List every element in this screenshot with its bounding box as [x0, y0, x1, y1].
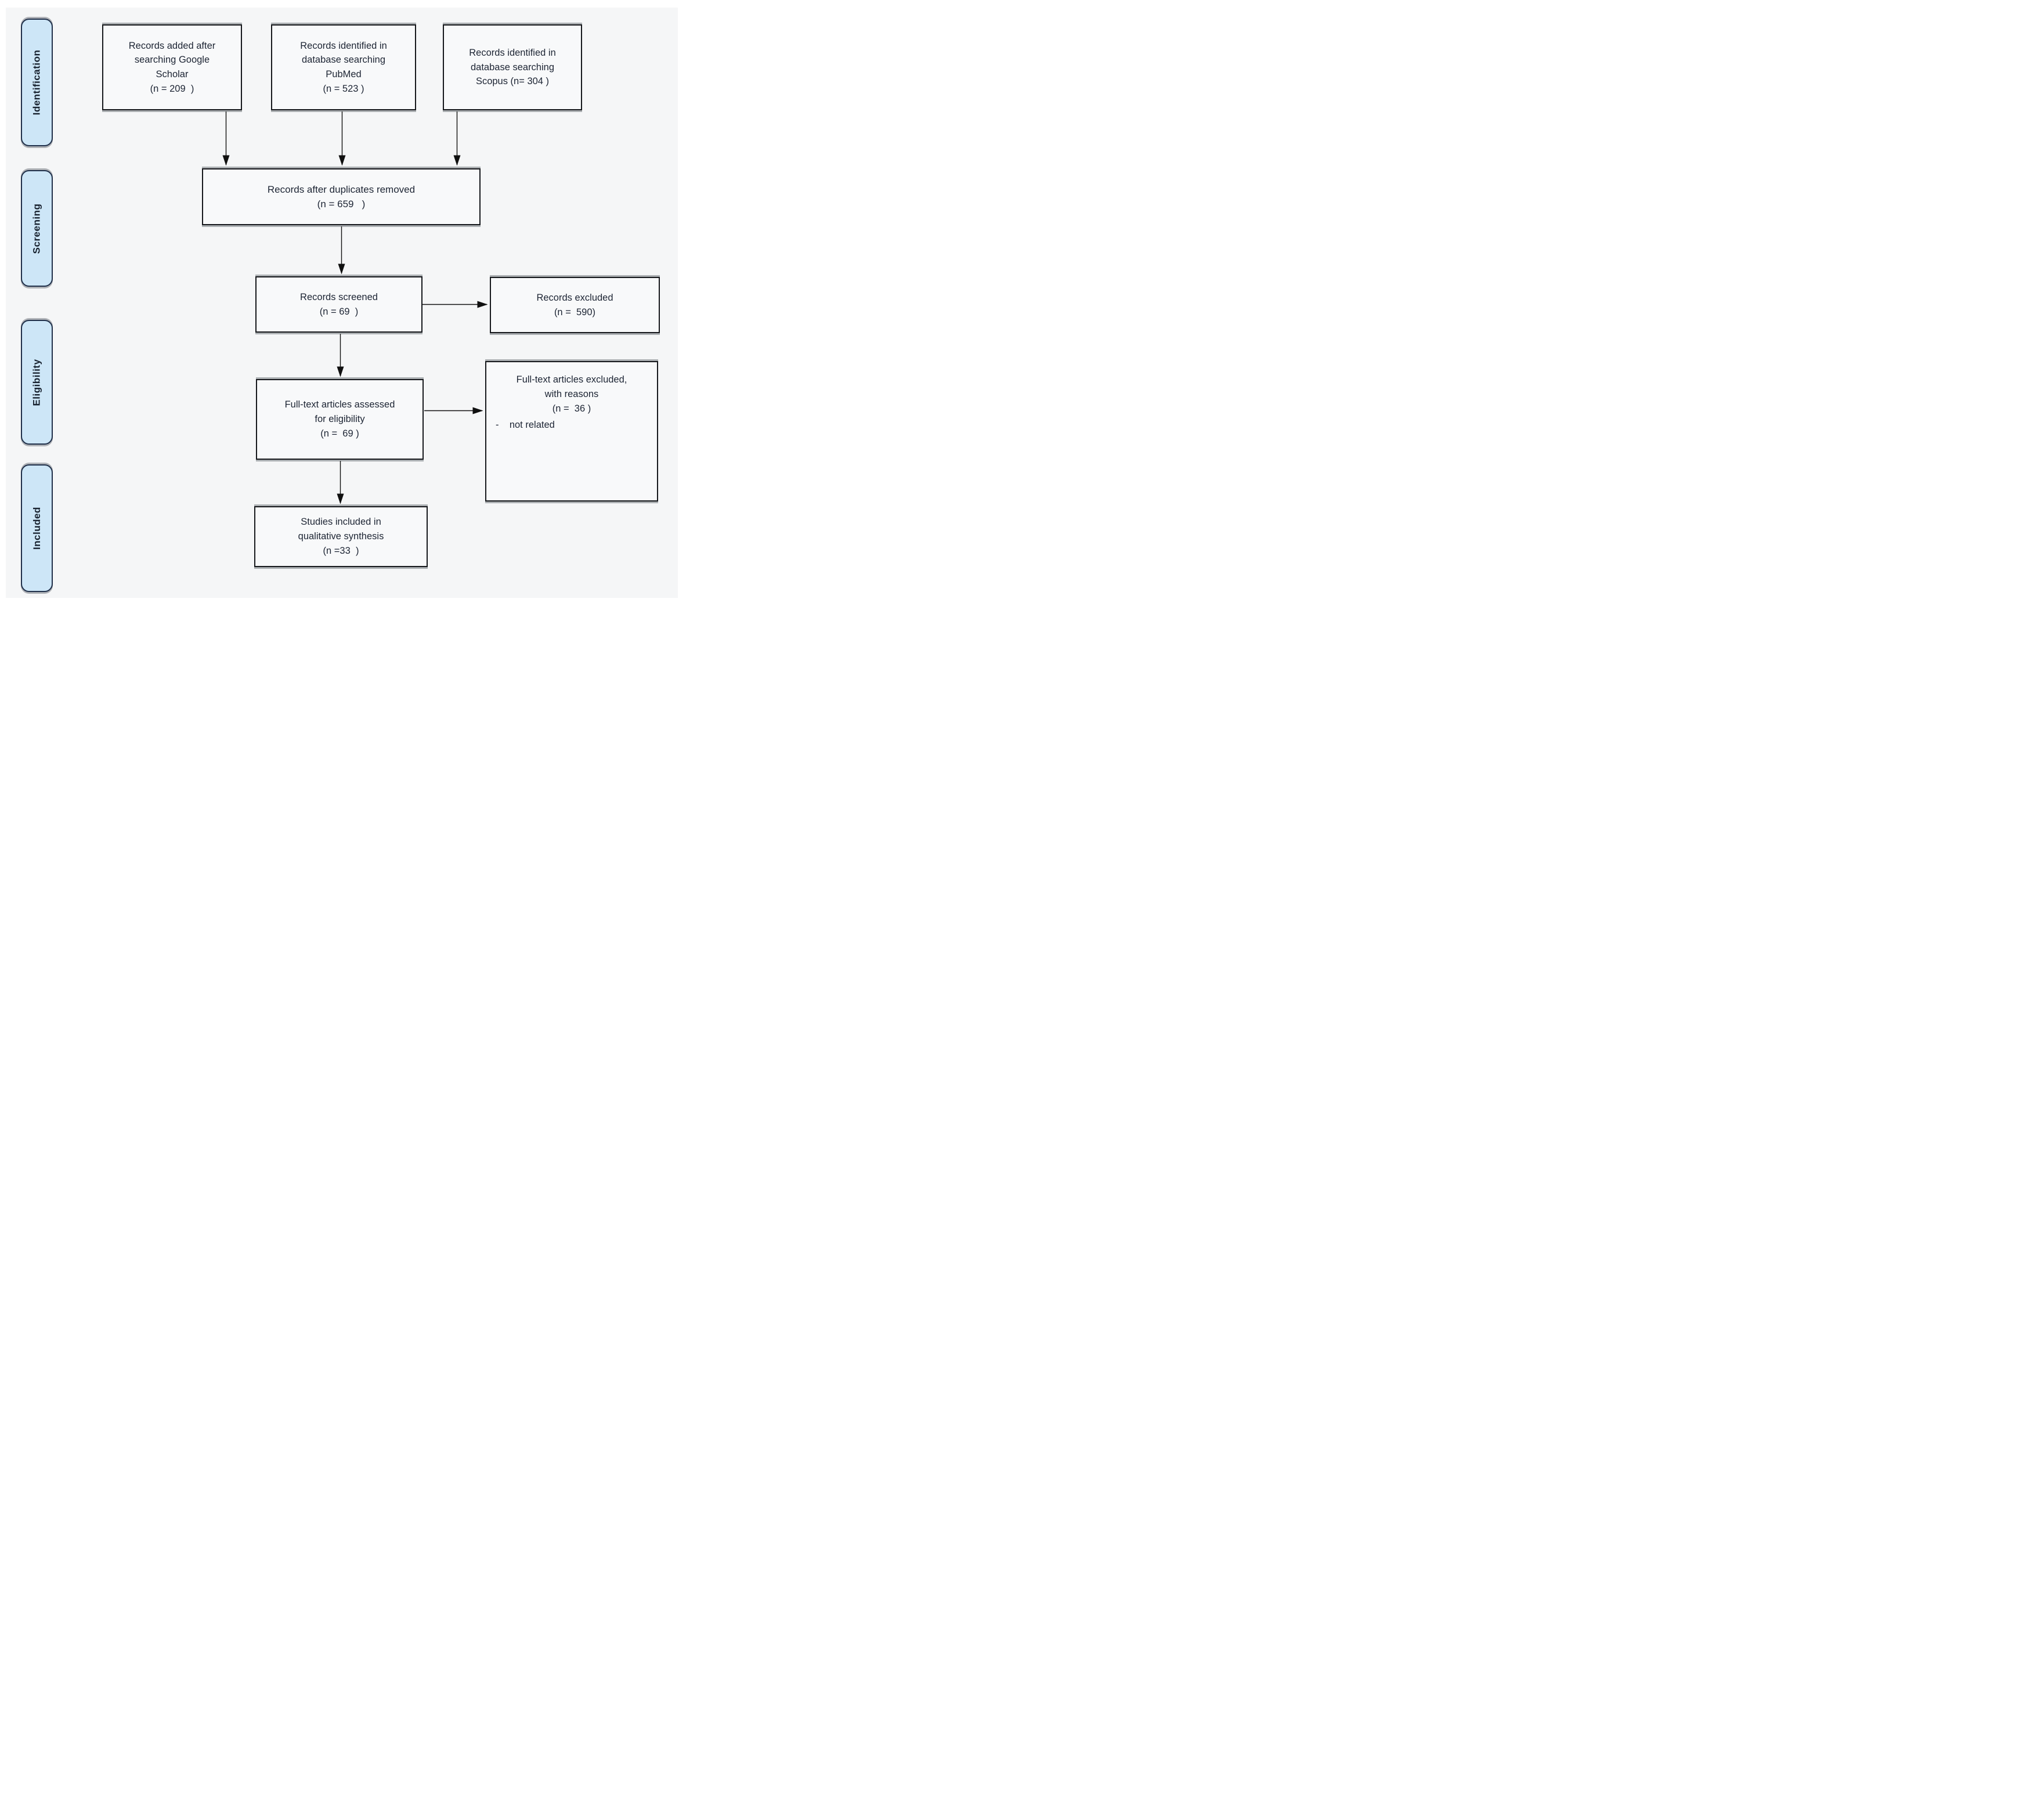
prisma-flow-diagram: Identification Screening Eligibility Inc…	[0, 0, 681, 600]
stage-identification: Identification	[21, 19, 53, 146]
stage-included: Included	[21, 464, 53, 592]
box-records-screened-text: Records screened(n = 69 )	[300, 291, 378, 317]
stage-eligibility-label: Eligibility	[31, 358, 42, 406]
box-duplicates-removed: Records after duplicates removed(n = 659…	[202, 168, 481, 225]
stage-screening: Screening	[21, 170, 53, 287]
box-fulltext-excluded-reason-item: - not related	[496, 420, 555, 431]
stage-included-label: Included	[31, 507, 42, 550]
box-records-screened: Records screened(n = 69 )	[255, 276, 422, 333]
box-records-excluded-text: Records excluded(n = 590)	[536, 292, 613, 318]
stage-screening-label: Screening	[31, 203, 42, 254]
box-records-excluded: Records excluded(n = 590)	[490, 277, 660, 333]
box-duplicates-removed-text: Records after duplicates removed(n = 659…	[267, 183, 416, 210]
stage-identification-label: Identification	[31, 49, 42, 116]
box-fulltext-excluded: Full-text articles excluded,with reasons…	[485, 361, 658, 502]
stage-eligibility: Eligibility	[21, 320, 53, 445]
box-fulltext-excluded-text: Full-text articles excluded,with reasons…	[516, 374, 627, 414]
